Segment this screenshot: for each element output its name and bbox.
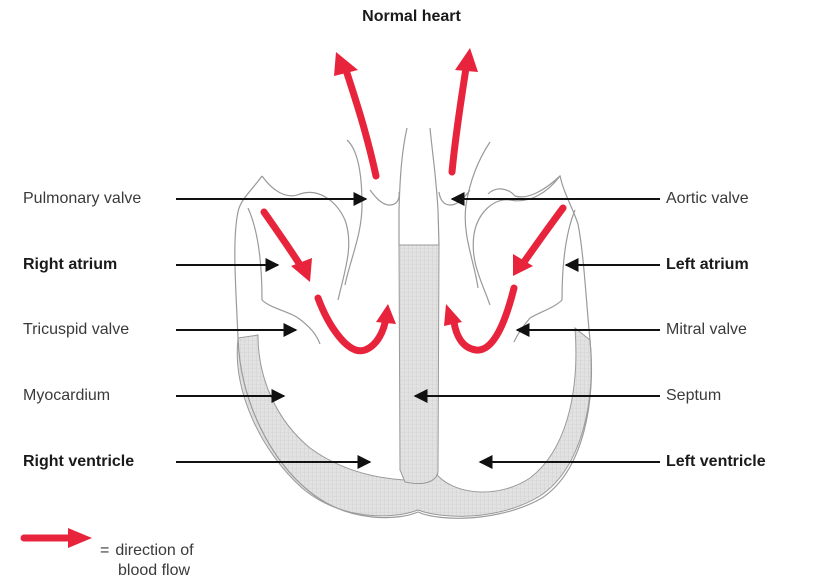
flow-arrowhead-right-ventricle — [376, 304, 396, 324]
label-right-atrium: Right atrium — [23, 255, 117, 275]
pulmonary-valve-shape — [370, 190, 399, 205]
legend-text-2: blood flow — [118, 562, 190, 579]
label-septum: Septum — [666, 386, 721, 406]
flow-arrow-left-ventricle-up — [454, 288, 514, 350]
label-aortic-valve: Aortic valve — [666, 189, 749, 209]
flow-arrow-aortic-out — [452, 68, 466, 172]
label-mitral-valve: Mitral valve — [666, 320, 747, 340]
pulmonary-trunk — [345, 128, 407, 285]
left-atrium-outline — [473, 176, 575, 305]
legend-equals: = — [100, 542, 109, 559]
legend-line-1: = direction of — [100, 541, 194, 561]
label-left-ventricle: Left ventricle — [666, 452, 766, 472]
legend-text-1: direction of — [115, 542, 193, 559]
tricuspid-valve-leaflet — [262, 300, 320, 344]
right-atrium-outline — [248, 176, 349, 300]
legend: = direction of blood flow — [100, 541, 194, 581]
aortic-valve-shape — [439, 190, 470, 205]
flow-arrow-right-atrium-in — [264, 212, 302, 268]
legend-flow-arrowhead-icon — [68, 528, 92, 548]
label-right-ventricle: Right ventricle — [23, 452, 134, 472]
mitral-valve-leaflet — [514, 300, 562, 342]
label-left-atrium: Left atrium — [666, 255, 749, 275]
septum-wall — [399, 245, 439, 484]
flow-arrow-left-atrium-in — [524, 208, 563, 262]
flow-arrow-pulmonary-out — [346, 70, 376, 176]
flow-arrowhead-left-ventricle — [444, 304, 462, 326]
flow-arrowhead-pulmonary — [334, 52, 358, 76]
legend-line-2: blood flow — [100, 561, 194, 581]
flow-arrowhead-aortic — [455, 48, 478, 72]
label-pulmonary-valve: Pulmonary valve — [23, 189, 141, 209]
label-myocardium: Myocardium — [23, 386, 110, 406]
label-tricuspid-valve: Tricuspid valve — [23, 320, 129, 340]
flow-arrow-right-ventricle-up — [318, 298, 386, 351]
